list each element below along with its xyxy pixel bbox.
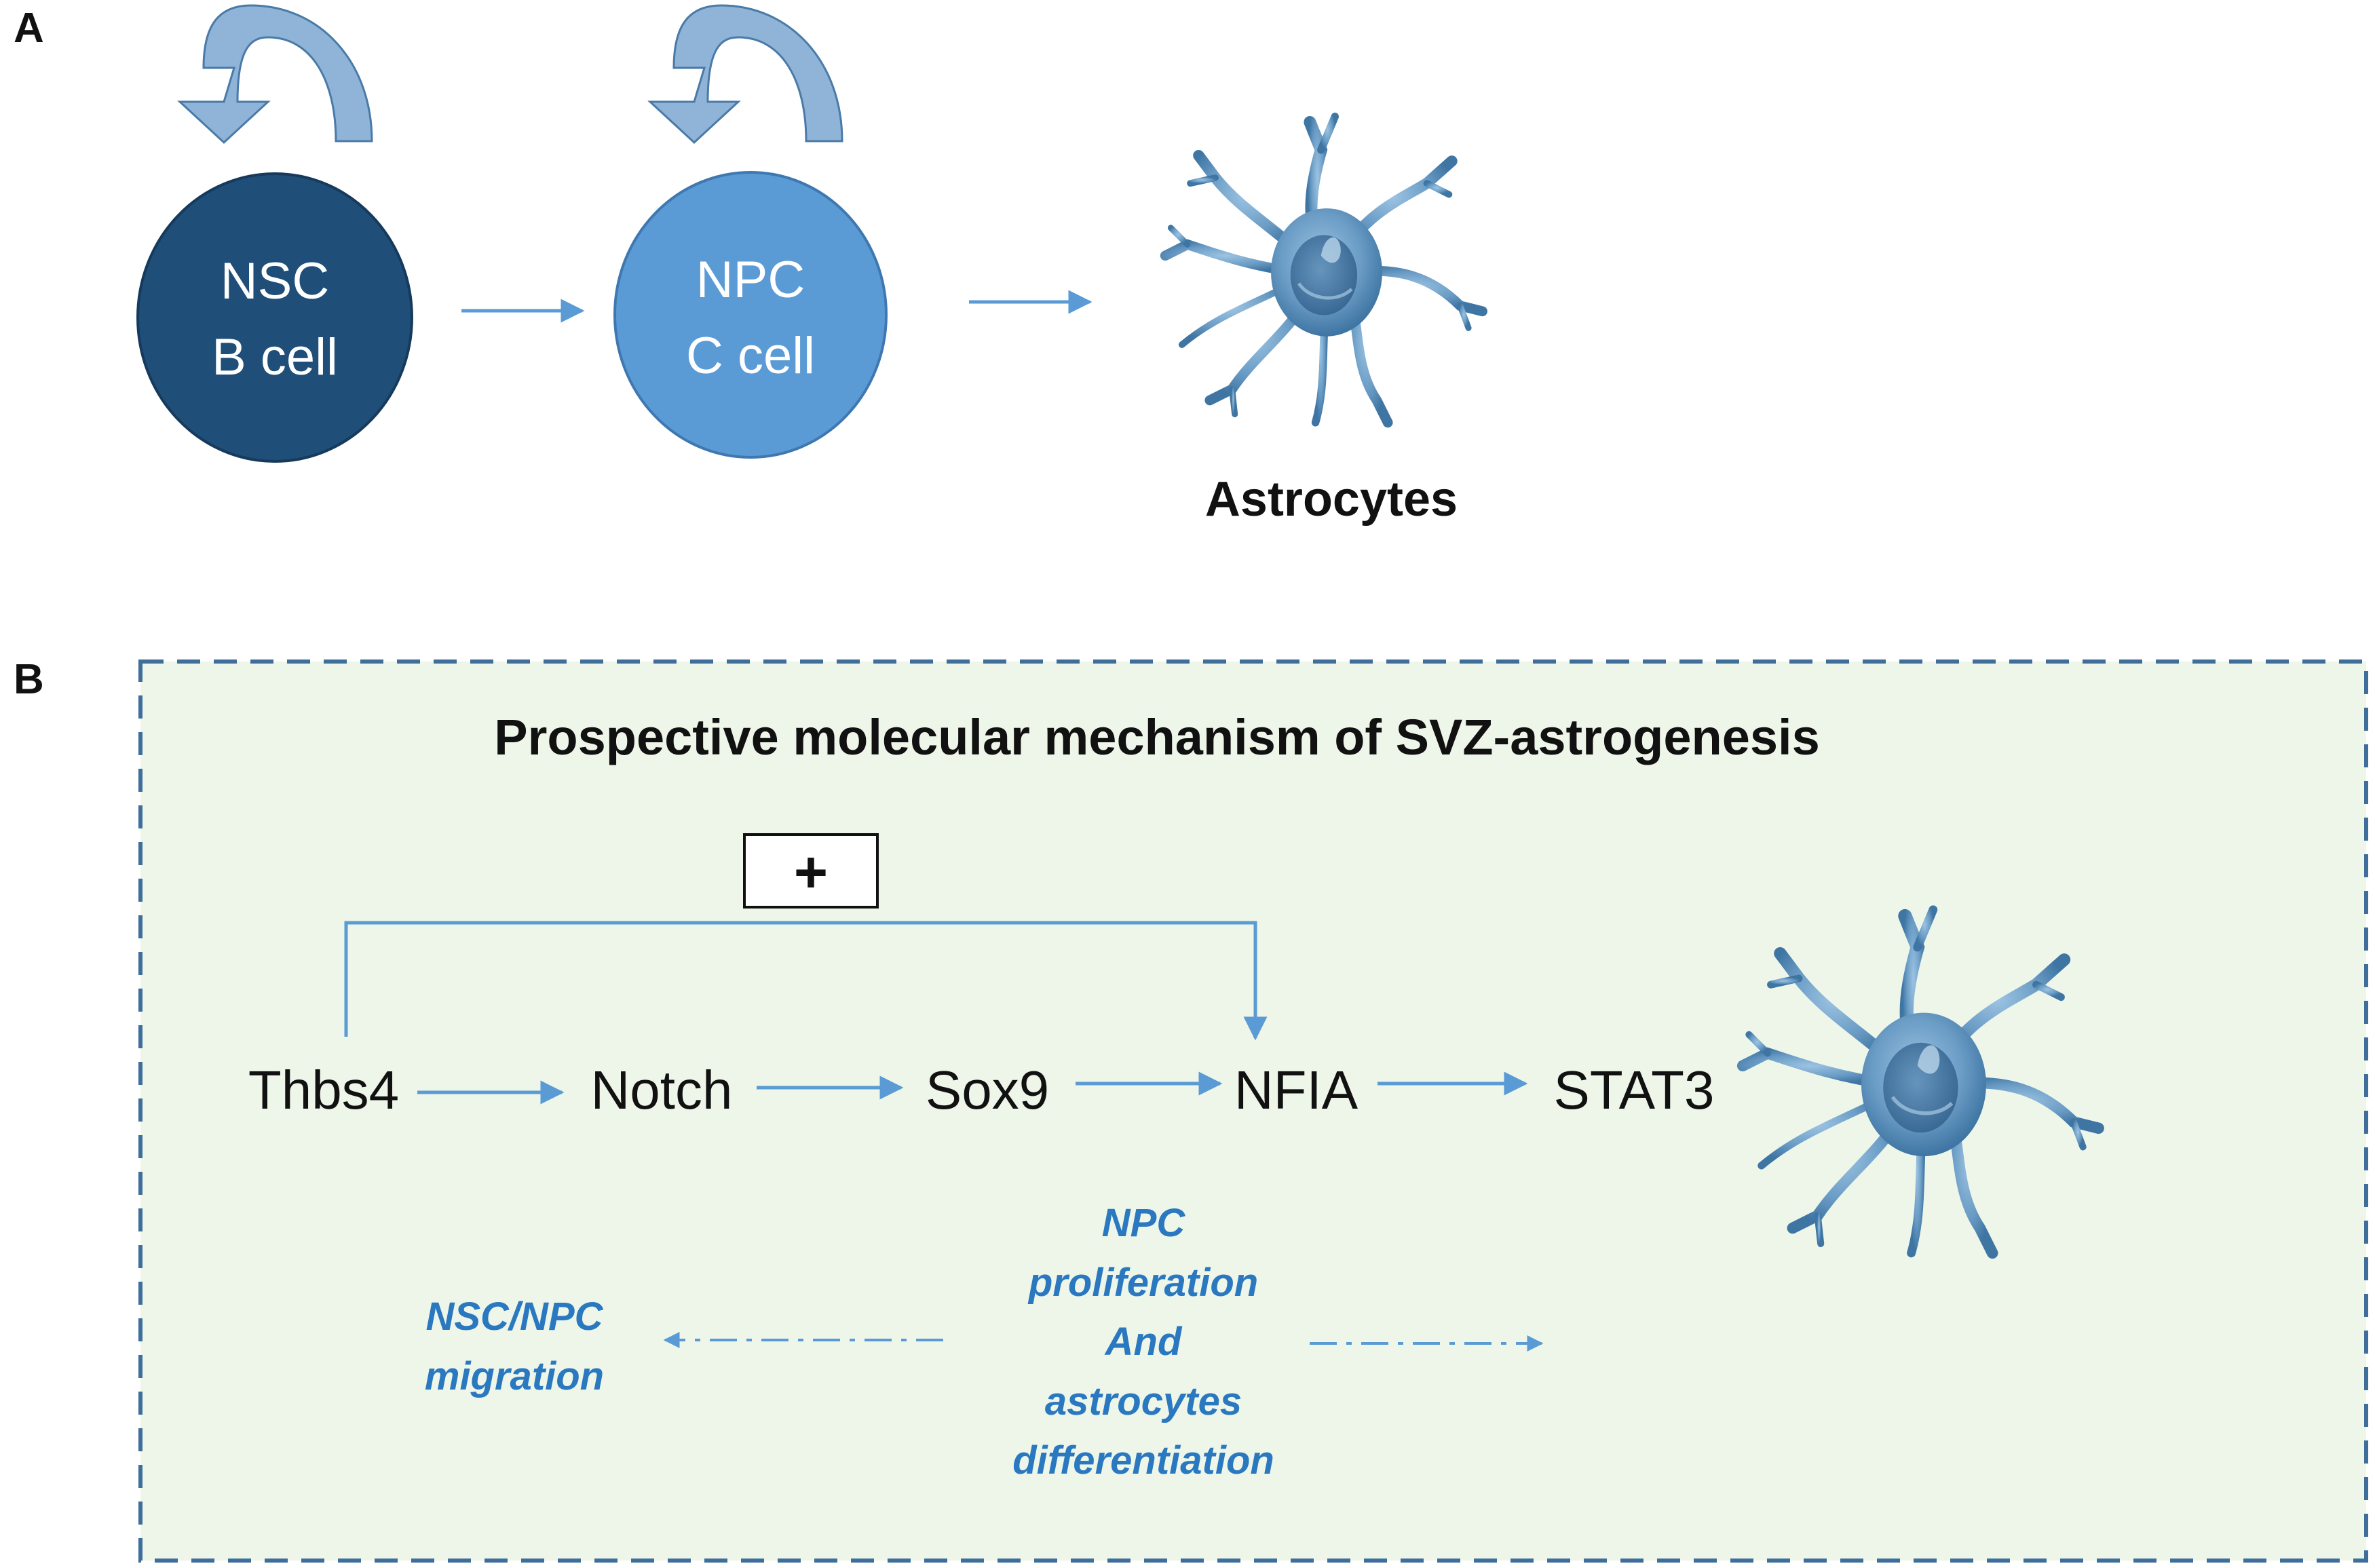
center-note-line-5: differentiation — [1012, 1438, 1274, 1483]
arrow-thbs4-to-nfia — [344, 921, 1268, 1041]
node-notch: Notch — [591, 1060, 733, 1120]
center-note-line-4: astrocytes — [1045, 1379, 1242, 1423]
panel-b-box — [138, 659, 2368, 1563]
panel-a-label: A — [14, 5, 44, 52]
center-note-line-2: proliferation — [1027, 1261, 1258, 1305]
astrocyte-illustration-a — [1165, 117, 1482, 423]
nsc-b-cell-node: NSC B cell — [136, 172, 413, 463]
npc-self-renewal-arrow — [647, 4, 843, 145]
npc-c-cell-node: NPC C cell — [613, 171, 888, 459]
positive-regulation-box: + — [743, 833, 879, 909]
b-cell-label: B cell — [212, 328, 338, 386]
panel-b-label: B — [14, 656, 44, 703]
node-nfia: NFIA — [1234, 1060, 1358, 1120]
left-note: NSC/NPC migration — [425, 1295, 604, 1398]
center-note-line-3: And — [1104, 1320, 1183, 1364]
plus-sign: + — [794, 840, 828, 905]
panel-b-title: Prospective molecular mechanism of SVZ-a… — [494, 709, 1819, 765]
center-note: NPC proliferation And astrocytes differe… — [1012, 1201, 1274, 1483]
left-note-line-2: migration — [425, 1354, 604, 1398]
node-thbs4: Thbs4 — [248, 1060, 399, 1120]
left-note-line-1: NSC/NPC — [425, 1295, 603, 1339]
astrocytes-label: Astrocytes — [1205, 472, 1458, 527]
nsc-self-renewal-arrow — [177, 4, 373, 145]
nsc-label: NSC — [221, 252, 329, 310]
c-cell-label: C cell — [686, 327, 815, 385]
center-note-line-1: NPC — [1102, 1201, 1186, 1245]
node-sox9: Sox9 — [926, 1060, 1049, 1120]
npc-label: NPC — [696, 251, 805, 309]
node-stat3: STAT3 — [1553, 1060, 1714, 1120]
